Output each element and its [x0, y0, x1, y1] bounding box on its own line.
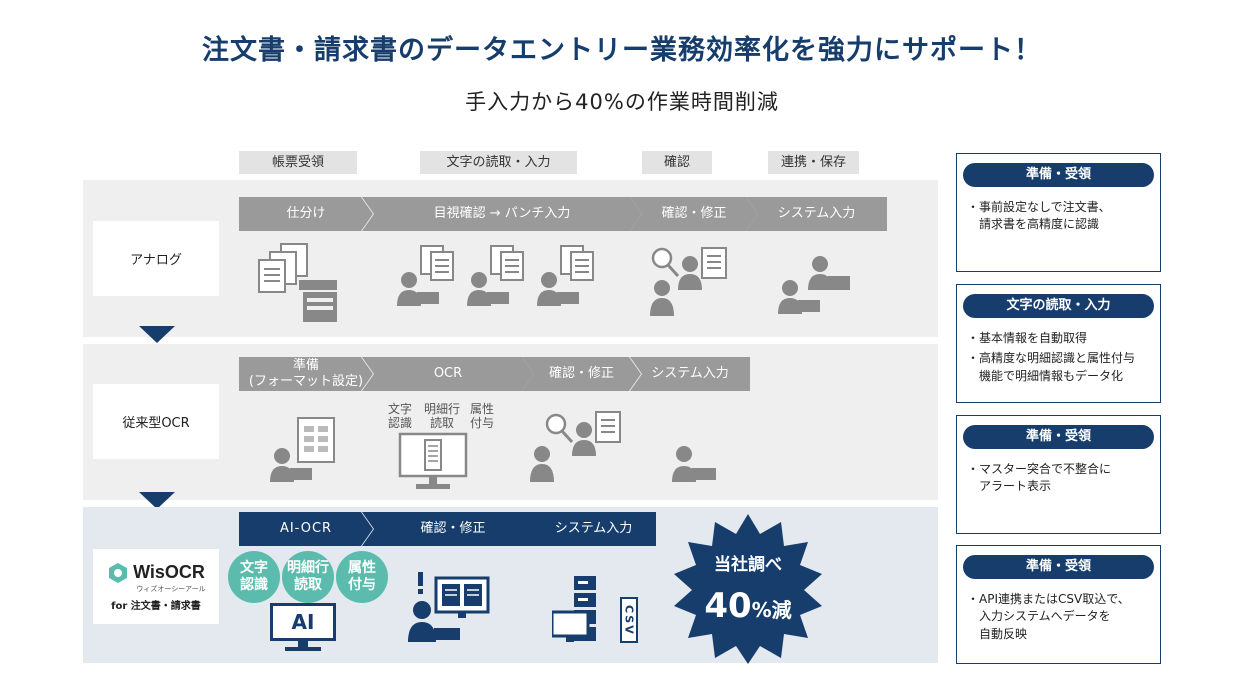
analog-step-system-input: システム入力: [746, 197, 887, 231]
analog-step-visual-punch: 目視確認 → パンチ入力: [362, 197, 642, 231]
feature-panel-2: 文字の読取・入力 ・基本情報を自動取得 ・高精度な明細認識と属性付与 機能で明細…: [956, 284, 1161, 403]
star-big: 40: [704, 586, 752, 626]
reviewers-magnifier-icon: [650, 247, 727, 316]
star-value: 40%減: [668, 586, 828, 626]
ai-label: AI: [291, 610, 315, 634]
person-computer-icon: [672, 446, 716, 482]
ai-monitor-base: [285, 647, 321, 651]
monitor-document-icon: [398, 432, 468, 489]
person-alert-monitor-icon: [408, 572, 490, 642]
conv-step-prepare: 準備 (フォーマット設定): [239, 357, 373, 391]
feature-panel-2-item: ・高精度な明細認識と属性付与 機能で明細情報もデータ化: [967, 351, 1136, 383]
wisocr-logo-kana: ウィズオーシーアール: [136, 584, 206, 593]
page-title: 注文書・請求書のデータエントリー業務効率化を強力にサポート！: [202, 35, 1042, 66]
wisocr-step-system-input: システム入力: [531, 512, 656, 546]
page-subtitle: 手入力から40%の作業時間削減: [465, 90, 779, 114]
person-documents-icon: [467, 245, 524, 306]
category-link-save: 連携・保存: [768, 151, 859, 174]
two-persons-computer-icon: [778, 256, 850, 314]
badge-char-recognition: 文字 認識: [228, 551, 280, 603]
csv-file-icon: CSV: [620, 597, 638, 643]
analog-label: アナログ: [93, 221, 219, 296]
feature-panel-3: 準備・受領 ・マスター突合で不整合に アラート表示: [956, 415, 1161, 534]
category-receipt: 帳票受領: [239, 151, 357, 174]
ocr-item-char-recognition: 文字 認識: [387, 402, 412, 431]
feature-panel-2-item: ・基本情報を自動取得: [967, 331, 1088, 345]
wisocr-step-ai-ocr: AI-OCR: [239, 512, 373, 546]
down-arrow-icon: [139, 492, 175, 509]
person-form-icon: [270, 417, 335, 482]
person-documents-icon: [537, 245, 594, 306]
wisocr-logo-sub: for 注文書・請求書: [111, 600, 201, 612]
feature-panel-1-item: ・事前設定なしで注文書、 請求書を高精度に認識: [967, 200, 1111, 232]
feature-panel-4-title: 準備・受領: [963, 555, 1154, 579]
wisocr-step-check-fix: 確認・修正: [362, 512, 544, 546]
badge-attribute: 属性 付与: [336, 551, 388, 603]
feature-panel-2-title: 文字の読取・入力: [963, 294, 1154, 318]
feature-panel-3-item: ・マスター突合で不整合に アラート表示: [967, 462, 1112, 494]
document-stack-copier-icon: [258, 243, 337, 322]
star-unit: %減: [751, 598, 792, 622]
burst-star-icon: [674, 514, 822, 664]
conv-step-check-fix: 確認・修正: [522, 357, 641, 391]
ocr-item-line-read: 明細行 読取: [423, 402, 460, 431]
wisocr-logo-icon: [109, 562, 128, 583]
feature-panel-4: 準備・受領 ・API連携またはCSV取込で、 入力システムへデータを 自動反映: [956, 545, 1161, 664]
analog-step-sort: 仕分け: [239, 197, 373, 231]
badge-line-read: 明細行 読取: [282, 551, 334, 603]
server-computer-icon: [552, 576, 596, 642]
csv-label: CSV: [622, 604, 636, 636]
category-reading: 文字の読取・入力: [420, 151, 577, 174]
ai-monitor-stand: [298, 641, 308, 647]
star-caption: 当社調べ: [714, 555, 782, 575]
reviewer-magnifier-icon: [530, 411, 621, 482]
feature-panel-1-title: 準備・受領: [963, 163, 1154, 187]
category-check: 確認: [642, 151, 712, 174]
analog-step-check-fix: 確認・修正: [630, 197, 758, 231]
wisocr-logo: WisOCR ウィズオーシーアール for 注文書・請求書: [93, 549, 219, 624]
person-documents-icon: [397, 245, 454, 306]
conv-step-ocr: OCR: [362, 357, 534, 391]
ai-monitor-icon: AI: [270, 603, 336, 641]
conv-step-system-input: システム入力: [630, 357, 750, 391]
ocr-item-attribute: 属性 付与: [469, 402, 494, 431]
feature-panel-3-title: 準備・受領: [963, 425, 1154, 449]
feature-panel-4-item: ・API連携またはCSV取込で、 入力システムへデータを 自動反映: [967, 592, 1130, 641]
feature-panel-1: 準備・受領 ・事前設定なしで注文書、 請求書を高精度に認識: [956, 153, 1161, 272]
wisocr-logo-name: WisOCR: [133, 562, 205, 582]
conventional-ocr-label: 従来型OCR: [93, 384, 219, 459]
down-arrow-icon: [139, 326, 175, 343]
